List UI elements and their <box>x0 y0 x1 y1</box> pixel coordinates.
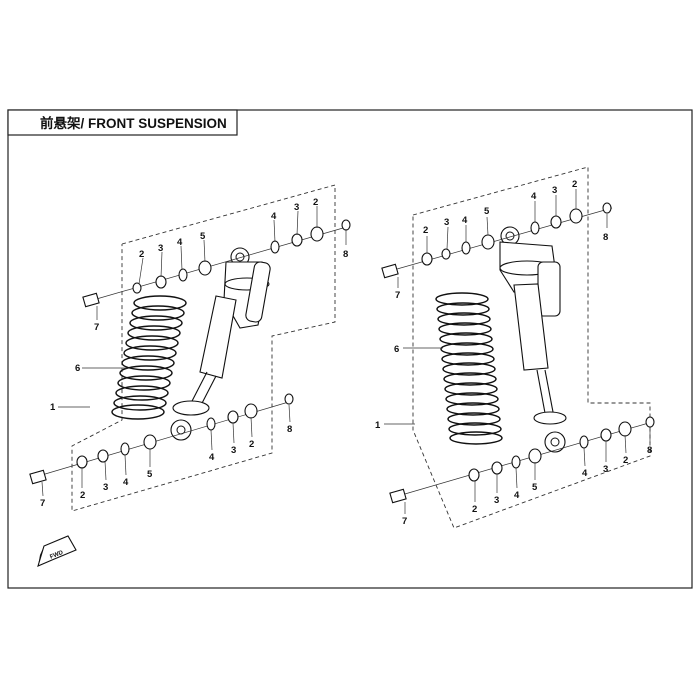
right-leaders <box>384 189 651 514</box>
left-label-2-bottom: 2 <box>80 490 85 501</box>
right-shock-absorber <box>499 226 567 453</box>
right-label-3-top: 3 <box>444 217 449 228</box>
left-label-2-top-right: 2 <box>313 197 318 208</box>
left-label-8-bottom: 8 <box>287 424 292 435</box>
left-label-5-top: 5 <box>200 231 206 242</box>
left-top-hardware <box>82 219 351 308</box>
right-label-1: 1 <box>375 420 381 431</box>
right-label-2-bottom: 2 <box>472 504 477 515</box>
right-label-2-top: 2 <box>423 225 428 236</box>
forward-arrow-icon: FWD <box>37 535 77 567</box>
right-label-8-top: 8 <box>603 232 608 243</box>
right-label-3-top-right: 3 <box>552 185 557 196</box>
left-label-2-bottom-right: 2 <box>249 439 254 450</box>
left-label-2-top: 2 <box>139 249 144 260</box>
right-label-2-bottom-right: 2 <box>623 455 628 466</box>
diagram-border <box>7 109 693 589</box>
title-box <box>7 109 238 136</box>
left-label-7-top: 7 <box>94 322 99 333</box>
left-label-7-bottom: 7 <box>40 498 45 509</box>
left-leaders <box>41 206 347 497</box>
right-label-5-bottom: 5 <box>532 482 538 493</box>
left-label-4-top-right: 4 <box>271 211 277 222</box>
left-label-4-bottom-right: 4 <box>209 452 215 463</box>
page-title: 前悬架/ FRONT SUSPENSION <box>40 115 227 131</box>
left-label-3-top-right: 3 <box>294 202 299 213</box>
direction-badge: FWD <box>49 550 65 561</box>
right-label-3-bottom-right: 3 <box>603 464 608 475</box>
right-label-7-top: 7 <box>395 290 400 301</box>
left-shock-absorber <box>170 247 271 441</box>
left-label-3-bottom-right: 3 <box>231 445 236 456</box>
right-label-4-bottom-right: 4 <box>582 468 588 479</box>
left-label-3-top: 3 <box>158 243 163 254</box>
left-coil-spring <box>111 295 187 420</box>
right-shock-assembly: 2 3 4 5 4 3 2 8 7 6 1 2 3 4 5 4 3 2 8 7 <box>375 166 655 529</box>
right-label-5-top: 5 <box>484 206 490 217</box>
left-label-1: 1 <box>50 402 56 413</box>
left-label-3-bottom: 3 <box>103 482 108 493</box>
right-label-4-bottom: 4 <box>514 490 520 501</box>
left-label-8-top: 8 <box>343 249 348 260</box>
right-label-7-bottom: 7 <box>402 516 407 527</box>
right-label-6: 6 <box>394 344 399 355</box>
right-label-3-bottom: 3 <box>494 495 499 506</box>
right-label-8-bottom: 8 <box>647 445 652 456</box>
left-label-6: 6 <box>75 363 80 374</box>
right-label-4-top-right: 4 <box>531 191 537 202</box>
right-label-2-top-right: 2 <box>572 179 577 190</box>
left-label-4-top: 4 <box>177 237 183 248</box>
left-label-4-bottom: 4 <box>123 477 129 488</box>
right-bottom-hardware <box>389 416 655 504</box>
right-label-4-top: 4 <box>462 215 468 226</box>
right-coil-spring <box>435 292 503 445</box>
left-shock-assembly: 2 3 4 5 4 3 2 8 7 6 1 2 3 4 5 4 3 2 8 7 <box>29 184 351 512</box>
left-label-5-bottom: 5 <box>147 469 153 480</box>
left-bottom-hardware <box>29 393 294 485</box>
